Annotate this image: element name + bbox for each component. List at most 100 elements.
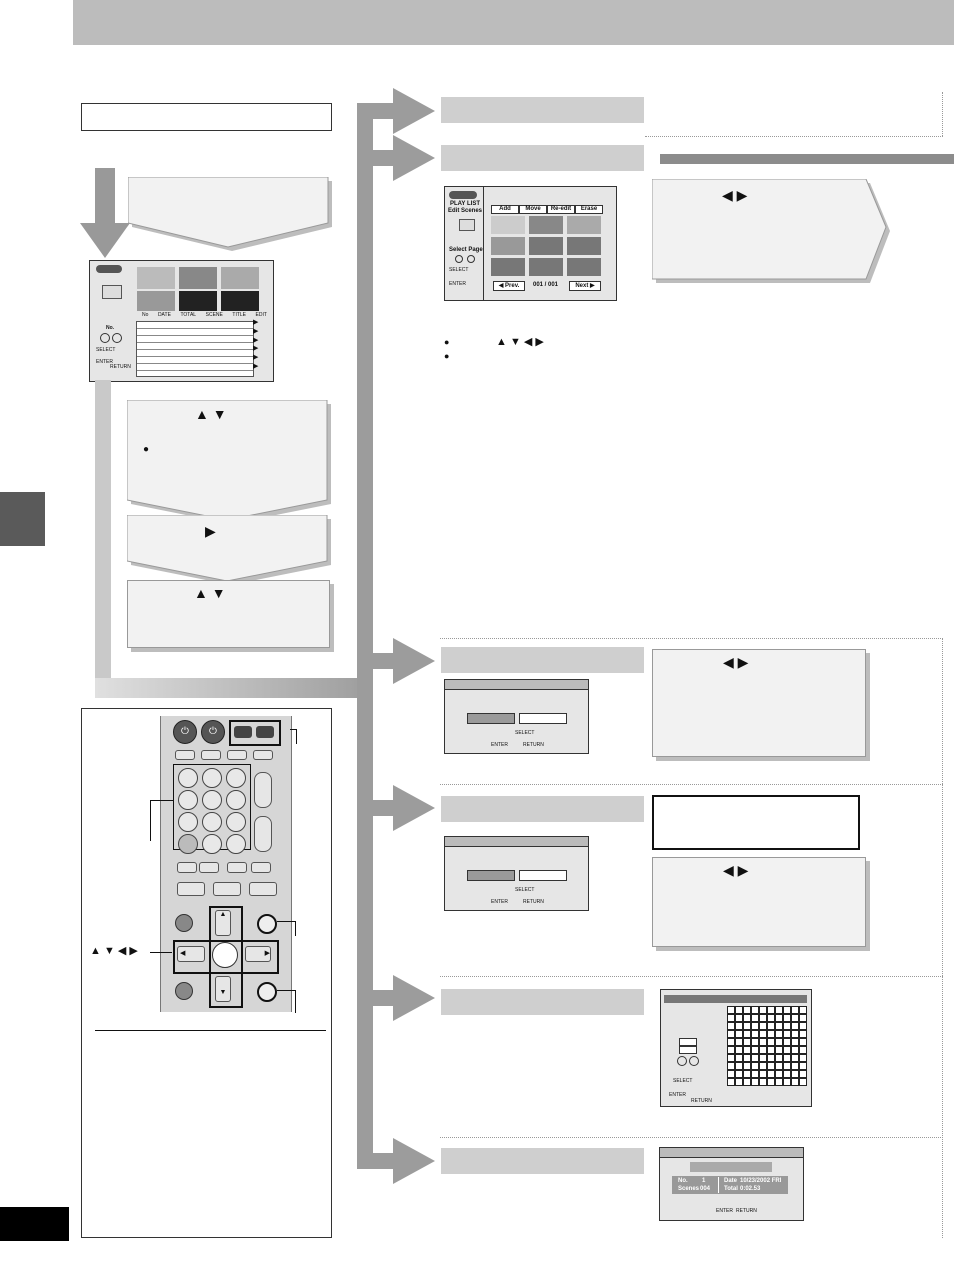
remote-button[interactable] [253, 750, 273, 760]
character-key[interactable] [783, 1046, 791, 1054]
number-key[interactable] [202, 834, 222, 854]
down-arrow-button[interactable]: ▼ [215, 976, 231, 1002]
volume-rocker[interactable] [254, 816, 272, 852]
eject-button[interactable] [201, 750, 221, 760]
thumbnail[interactable] [179, 267, 217, 289]
character-key[interactable] [791, 1062, 799, 1070]
dialog-no-button[interactable] [519, 713, 567, 724]
character-key[interactable] [799, 1006, 807, 1014]
thumbnail[interactable] [179, 291, 217, 311]
character-key[interactable] [783, 1014, 791, 1022]
remote-button[interactable] [175, 914, 193, 932]
mode-button[interactable] [679, 1046, 697, 1054]
character-key[interactable] [775, 1078, 783, 1086]
character-key[interactable] [775, 1054, 783, 1062]
character-key[interactable] [775, 1006, 783, 1014]
character-key[interactable] [791, 1054, 799, 1062]
character-key[interactable] [727, 1070, 735, 1078]
character-key[interactable] [759, 1046, 767, 1054]
character-key[interactable] [727, 1006, 735, 1014]
sd-button[interactable] [256, 726, 274, 738]
character-key[interactable] [735, 1054, 743, 1062]
character-key[interactable] [751, 1038, 759, 1046]
character-key[interactable] [791, 1046, 799, 1054]
fast-forward-button[interactable] [251, 862, 271, 873]
character-key[interactable] [767, 1054, 775, 1062]
next-button[interactable]: Next ▶ [569, 281, 601, 291]
dvd-button[interactable] [234, 726, 252, 738]
character-key[interactable] [767, 1070, 775, 1078]
scene-thumbnail[interactable] [567, 216, 601, 234]
mode-button[interactable] [679, 1038, 697, 1046]
character-key[interactable] [799, 1046, 807, 1054]
prev-button[interactable]: ◀ Prev. [493, 281, 525, 291]
character-key[interactable] [799, 1030, 807, 1038]
number-key[interactable] [178, 812, 198, 832]
scene-thumbnail[interactable] [567, 237, 601, 255]
page-down-icon[interactable] [455, 255, 463, 263]
character-key[interactable] [759, 1038, 767, 1046]
character-key[interactable] [751, 1022, 759, 1030]
character-key[interactable] [759, 1078, 767, 1086]
scene-thumbnail[interactable] [567, 258, 601, 276]
power-icon[interactable]: ⏻ [201, 720, 225, 744]
character-key[interactable] [743, 1054, 751, 1062]
remote-button[interactable] [227, 750, 247, 760]
character-key[interactable] [727, 1062, 735, 1070]
character-key[interactable] [783, 1038, 791, 1046]
character-key[interactable] [727, 1054, 735, 1062]
character-key[interactable] [799, 1014, 807, 1022]
scene-thumbnail[interactable] [529, 237, 563, 255]
list-table[interactable] [136, 321, 254, 377]
skip-back-button[interactable] [177, 862, 197, 873]
character-key[interactable] [767, 1038, 775, 1046]
dialog-no-button[interactable] [519, 870, 567, 881]
remote-button[interactable] [175, 982, 193, 1000]
circle-button-icon[interactable] [689, 1056, 699, 1066]
character-key[interactable] [775, 1046, 783, 1054]
scene-thumbnail[interactable] [491, 258, 525, 276]
character-key[interactable] [791, 1070, 799, 1078]
character-key[interactable] [791, 1022, 799, 1030]
character-key[interactable] [799, 1022, 807, 1030]
character-key[interactable] [791, 1030, 799, 1038]
pause-button[interactable] [213, 882, 241, 896]
tab-add[interactable]: Add [491, 205, 519, 214]
dialog-yes-button[interactable] [467, 870, 515, 881]
character-key[interactable] [767, 1030, 775, 1038]
character-key[interactable] [735, 1062, 743, 1070]
character-key[interactable] [751, 1014, 759, 1022]
thumbnail[interactable] [137, 291, 175, 311]
skip-forward-button[interactable] [199, 862, 219, 873]
up-arrow-button[interactable]: ▲ [215, 910, 231, 936]
character-key[interactable] [791, 1078, 799, 1086]
character-key[interactable] [727, 1078, 735, 1086]
tab-erase[interactable]: Erase [575, 205, 603, 214]
number-key[interactable] [178, 768, 198, 788]
character-key[interactable] [767, 1014, 775, 1022]
character-key[interactable] [735, 1022, 743, 1030]
character-key[interactable] [775, 1022, 783, 1030]
character-key[interactable] [775, 1014, 783, 1022]
character-key[interactable] [783, 1006, 791, 1014]
number-key[interactable] [178, 834, 198, 854]
character-key[interactable] [743, 1022, 751, 1030]
tab-move[interactable]: Move [519, 205, 547, 214]
character-key[interactable] [791, 1038, 799, 1046]
number-key[interactable] [226, 768, 246, 788]
character-key[interactable] [775, 1038, 783, 1046]
character-key[interactable] [727, 1046, 735, 1054]
channel-rocker[interactable] [254, 772, 272, 808]
character-key[interactable] [751, 1070, 759, 1078]
remote-button[interactable] [175, 750, 195, 760]
number-key[interactable] [202, 812, 222, 832]
character-key[interactable] [727, 1030, 735, 1038]
character-key[interactable] [743, 1014, 751, 1022]
character-key[interactable] [783, 1070, 791, 1078]
character-key[interactable] [759, 1022, 767, 1030]
character-key[interactable] [743, 1006, 751, 1014]
title-input-bar[interactable] [664, 995, 807, 1003]
character-key[interactable] [735, 1030, 743, 1038]
character-key[interactable] [799, 1054, 807, 1062]
character-key[interactable] [743, 1046, 751, 1054]
